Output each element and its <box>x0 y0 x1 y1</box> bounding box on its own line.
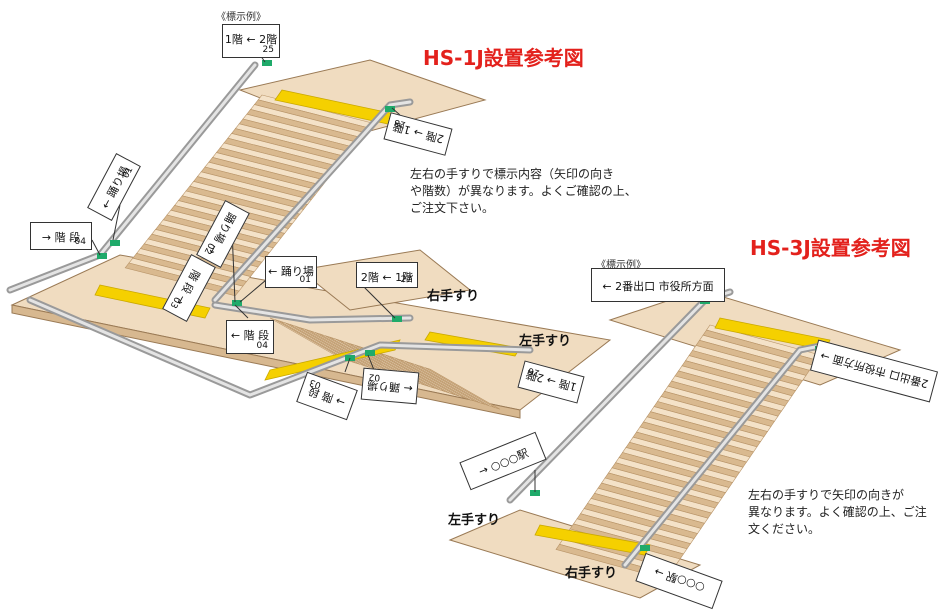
band-marker <box>262 60 272 66</box>
band-marker <box>385 106 395 112</box>
sign-number: 02 <box>368 371 381 383</box>
sign-number: 04 <box>74 237 86 247</box>
right-handrail-label: 右手すり <box>427 289 480 304</box>
example-label: 《標示例》 <box>216 12 266 23</box>
note-hs3j: 左右の手すりで矢印の向きが 異なります。よく確認の上、ご注 文ください。 <box>748 487 927 538</box>
band-marker <box>110 240 120 246</box>
sign-number: 27 <box>400 275 412 285</box>
band-marker <box>530 490 540 496</box>
band-marker <box>232 300 242 306</box>
right-handrail-label: 右手すり <box>565 566 618 581</box>
sign-text: ← 階 段 <box>230 329 270 342</box>
handrail-sign: 1階 ← 2階 25 <box>222 24 280 58</box>
handrail-sign: ← 踊り場 01 <box>265 256 317 288</box>
handrail-sign: 2階 ← 1階 27 <box>356 262 418 288</box>
note-hs1j: 左右の手すりで標示内容（矢印の向き や階数）が異なります。よくご確認の上、 ご注… <box>410 166 637 217</box>
title-hs1j: HS-1J設置参考図 <box>423 46 584 70</box>
note-line: ご注文下さい。 <box>410 201 495 215</box>
band-marker <box>365 350 375 356</box>
note-line: 左右の手すりで標示内容（矢印の向き <box>410 167 615 181</box>
band-marker <box>392 316 402 322</box>
step-riser <box>424 367 501 410</box>
handrail-sign: ← 2番出口 市役所方面 <box>591 268 725 302</box>
note-line: 文ください。 <box>748 522 821 536</box>
band-marker <box>640 545 650 551</box>
left-handrail-label: 左手すり <box>448 513 501 528</box>
left-handrail-label: 左手すり <box>519 334 572 349</box>
sign-text: 2階 ← 1階 <box>360 271 414 284</box>
sign-text: 1階 ← 2階 <box>224 33 278 46</box>
sign-text: → 階 段 <box>41 231 81 244</box>
sign-number: 25 <box>262 45 274 55</box>
handrail-sign: → 階 段 04 <box>30 222 92 250</box>
note-line: 異なります。よく確認の上、ご注 <box>748 505 927 519</box>
sign-number: 04 <box>256 341 268 351</box>
band-marker <box>97 253 107 259</box>
note-line: や階数）が異なります。よくご確認の上、 <box>410 184 637 198</box>
sign-text: ← 2番出口 市役所方面 <box>602 280 714 293</box>
handrail-sign: ← 踊り場 02 <box>360 367 420 405</box>
example-label: 《標示例》 <box>596 260 646 271</box>
sign-text: ← 踊り場 <box>268 265 314 278</box>
sign-number: 01 <box>299 275 311 285</box>
handrail-sign: ← 階 段 04 <box>226 320 274 354</box>
note-line: 左右の手すりで矢印の向きが <box>748 488 905 502</box>
title-hs3j: HS-3J設置参考図 <box>750 236 911 260</box>
